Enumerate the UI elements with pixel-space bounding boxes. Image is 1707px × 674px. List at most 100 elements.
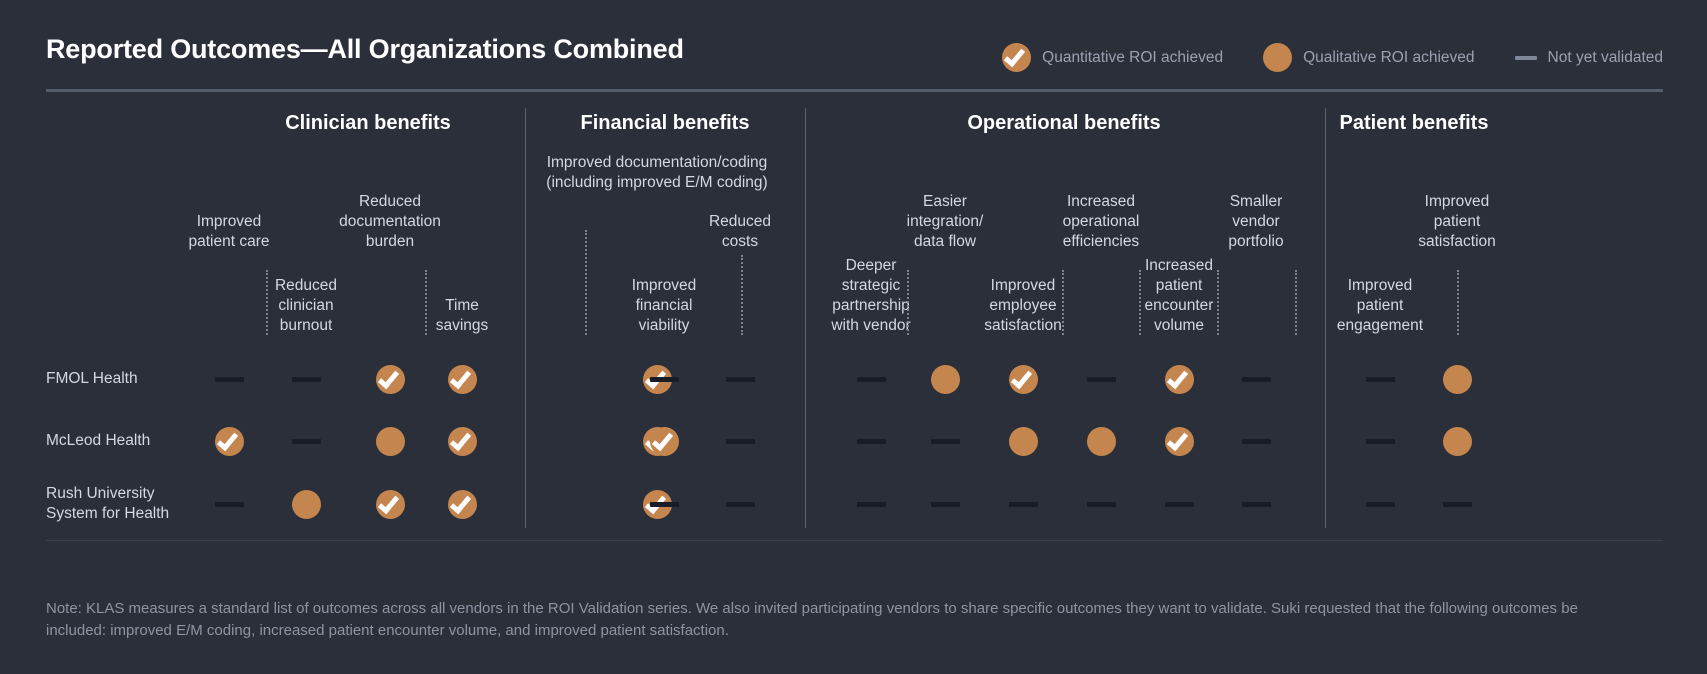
filled-circle-icon <box>1442 426 1472 456</box>
cell-rush-university-system-for-health-deeper-strategic-partnership <box>854 487 888 521</box>
dash-icon <box>1241 376 1271 382</box>
dash-icon <box>725 438 755 444</box>
dash-icon <box>291 376 321 382</box>
cell-fmol-health-deeper-strategic-partnership <box>854 362 888 396</box>
cell-rush-university-system-for-health-easier-integration-data-flow <box>928 487 962 521</box>
cell-mcleod-health-improved-patient-care <box>212 424 246 458</box>
leader-line <box>266 270 268 335</box>
group-title: Patient benefits <box>1339 112 1489 134</box>
group-title: Financial benefits <box>580 112 750 134</box>
row-label-mcleod-health: McLeod Health <box>46 432 151 449</box>
check-circle-icon <box>447 489 477 519</box>
column-label-increased-patient-encounter-volume: Increased patient encounter volume <box>1144 257 1214 334</box>
column-label-improved-patient-care: Improved patient care <box>188 213 270 250</box>
filled-circle-icon <box>1086 426 1116 456</box>
cell-mcleod-health-improved-financial-viability <box>647 424 681 458</box>
dash-icon <box>725 501 755 507</box>
group-title: Operational benefits <box>967 112 1161 134</box>
dash-icon <box>930 438 960 444</box>
cell-rush-university-system-for-health-improved-patient-satisfaction <box>1440 487 1474 521</box>
cell-mcleod-health-smaller-vendor-portfolio <box>1239 424 1273 458</box>
legend-label: Qualitative ROI achieved <box>1303 48 1475 66</box>
cell-rush-university-system-for-health-increased-patient-encounter-volume <box>1162 487 1196 521</box>
cell-mcleod-health-improved-employee-satisfaction <box>1006 424 1040 458</box>
group-separator <box>805 108 806 528</box>
leader-line <box>1295 270 1297 335</box>
dash-icon <box>291 438 321 444</box>
column-label-time-savings: Time savings <box>435 297 489 334</box>
leader-line <box>907 270 909 335</box>
chart-header: Reported Outcomes—All Organizations Comb… <box>46 34 1663 80</box>
row-label-rush-university-system-for-health: Rush University System for Health <box>46 485 170 522</box>
leader-line <box>1217 270 1219 335</box>
check-circle-icon <box>1164 426 1194 456</box>
leader-line <box>741 255 743 335</box>
dash-icon <box>1241 501 1271 507</box>
cell-fmol-health-reduced-costs <box>723 362 757 396</box>
cell-rush-university-system-for-health-reduced-documentation-burden <box>373 487 407 521</box>
filled-circle-icon <box>291 489 321 519</box>
cell-mcleod-health-increased-operational-efficiencies <box>1084 424 1118 458</box>
dash-icon <box>1086 376 1116 382</box>
check-circle-icon <box>447 364 477 394</box>
dash-icon <box>1365 438 1395 444</box>
cell-mcleod-health-improved-patient-engagement <box>1363 424 1397 458</box>
dash-icon <box>1164 501 1194 507</box>
dash-icon <box>1442 501 1472 507</box>
check-circle-icon <box>375 489 405 519</box>
cell-mcleod-health-improved-patient-satisfaction <box>1440 424 1474 458</box>
dash-icon <box>930 501 960 507</box>
filled-circle-icon <box>1263 43 1293 72</box>
group-separator <box>1325 108 1326 528</box>
dash-icon <box>214 376 244 382</box>
cell-fmol-health-increased-operational-efficiencies <box>1084 362 1118 396</box>
footer-divider <box>46 540 1663 541</box>
cell-mcleod-health-reduced-costs <box>723 424 757 458</box>
dash-icon <box>1086 501 1116 507</box>
leader-line <box>425 270 427 335</box>
column-label-improved-patient-engagement: Improved patient engagement <box>1336 277 1424 334</box>
leader-line <box>1457 270 1459 335</box>
cell-rush-university-system-for-health-time-savings <box>445 487 479 521</box>
cell-fmol-health-smaller-vendor-portfolio <box>1239 362 1273 396</box>
dash-icon <box>214 501 244 507</box>
check-circle-icon <box>375 364 405 394</box>
dash-icon <box>1514 55 1537 60</box>
dash-icon <box>1365 501 1395 507</box>
cell-mcleod-health-reduced-documentation-burden <box>373 424 407 458</box>
cell-rush-university-system-for-health-increased-operational-efficiencies <box>1084 487 1118 521</box>
check-circle-icon <box>1164 364 1194 394</box>
legend: Quantitative ROI achieved Qualitative ROI… <box>1002 43 1663 72</box>
cell-mcleod-health-increased-patient-encounter-volume <box>1162 424 1196 458</box>
check-circle-icon <box>1002 43 1032 72</box>
column-label-improved-financial-viability: Improved financial viability <box>631 277 697 334</box>
column-label-smaller-vendor-portfolio: Smaller vendor portfolio <box>1228 193 1284 250</box>
dash-icon <box>725 376 755 382</box>
cell-mcleod-health-easier-integration-data-flow <box>928 424 962 458</box>
check-circle-icon <box>649 426 679 456</box>
cell-rush-university-system-for-health-improved-patient-care <box>212 487 246 521</box>
dash-icon <box>856 376 886 382</box>
cell-rush-university-system-for-health-improved-financial-viability <box>647 487 681 521</box>
check-circle-icon <box>1008 364 1038 394</box>
check-circle-icon <box>214 426 244 456</box>
cell-fmol-health-easier-integration-data-flow <box>928 362 962 396</box>
header-divider <box>46 89 1663 92</box>
cell-fmol-health-improved-financial-viability <box>647 362 681 396</box>
cell-rush-university-system-for-health-smaller-vendor-portfolio <box>1239 487 1273 521</box>
dash-icon <box>856 438 886 444</box>
legend-label: Quantitative ROI achieved <box>1042 48 1224 66</box>
column-label-deeper-strategic-partnership: Deeper strategic partnership with vendor <box>831 257 911 334</box>
cell-fmol-health-increased-patient-encounter-volume <box>1162 362 1196 396</box>
dash-icon <box>1365 376 1395 382</box>
row-label-fmol-health: FMOL Health <box>46 370 138 387</box>
column-label-reduced-documentation-burden: Reduced documentation burden <box>339 193 441 250</box>
filled-circle-icon <box>930 364 960 394</box>
legend-item: Not yet validated <box>1514 49 1663 67</box>
cell-fmol-health-time-savings <box>445 362 479 396</box>
column-label-improved-employee-satisfaction: Improved employee satisfaction <box>984 277 1062 334</box>
dash-icon <box>649 501 679 507</box>
cell-fmol-health-improved-employee-satisfaction <box>1006 362 1040 396</box>
cell-rush-university-system-for-health-improved-employee-satisfaction <box>1006 487 1040 521</box>
